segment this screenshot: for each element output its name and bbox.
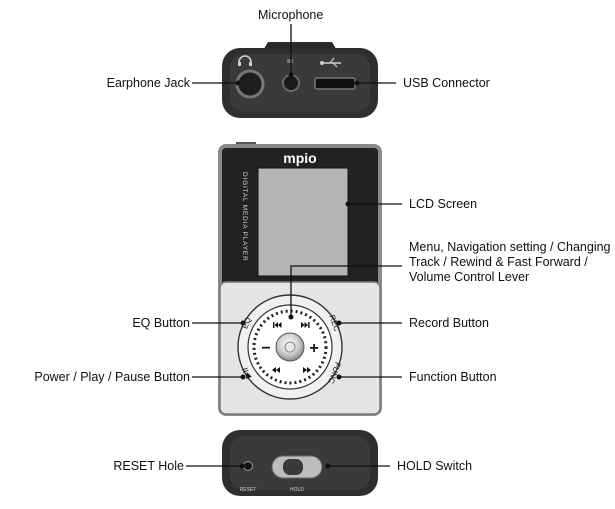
fast-forward-icon xyxy=(303,367,311,373)
label-eq-button: EQ Button xyxy=(132,316,190,330)
label-microphone: Microphone xyxy=(258,8,324,22)
usb-icon xyxy=(320,57,341,68)
leader-lever xyxy=(290,265,402,317)
minus-label: − xyxy=(261,340,270,357)
earphone-jack xyxy=(235,69,265,99)
device-side-text: DIGITAL MEDIA PLAYER xyxy=(241,172,248,262)
prev-track-icon xyxy=(273,322,282,328)
label-reset-hole: RESET Hole xyxy=(113,459,184,473)
label-usb-connector: USB Connector xyxy=(403,76,490,90)
brand-logo: mpio xyxy=(283,150,316,166)
usb-port xyxy=(314,77,356,90)
reset-hole[interactable] xyxy=(242,460,254,472)
label-function-button: Function Button xyxy=(409,370,497,384)
mic-icon xyxy=(287,59,293,63)
bottom-view: RESET HOLD xyxy=(222,430,378,496)
label-record-button: Record Button xyxy=(409,316,489,330)
eq-button[interactable]: EQ xyxy=(240,316,252,330)
plus-label: + xyxy=(309,340,318,357)
leader-lines xyxy=(186,24,402,467)
label-hold-switch: HOLD Switch xyxy=(397,459,473,473)
label-lcd-screen: LCD Screen xyxy=(409,197,478,211)
hold-label: HOLD xyxy=(290,487,304,493)
hold-switch[interactable] xyxy=(283,459,303,475)
next-track-icon xyxy=(301,322,310,328)
reset-label: RESET xyxy=(240,487,257,493)
front-view: mpio DIGITAL MEDIA PLAYER − + EQ REC ▶II… xyxy=(218,142,382,416)
headphone-icon xyxy=(238,55,252,66)
leader-dots xyxy=(235,72,360,469)
rewind-icon xyxy=(272,367,280,373)
label-earphone-jack: Earphone Jack xyxy=(106,76,190,90)
top-view xyxy=(222,42,378,118)
label-power-play-pause: Power / Play / Pause Button xyxy=(34,370,190,384)
label-menu-navigation: Menu, Navigation setting / Changing Trac… xyxy=(409,240,611,284)
lcd-screen xyxy=(257,167,349,277)
